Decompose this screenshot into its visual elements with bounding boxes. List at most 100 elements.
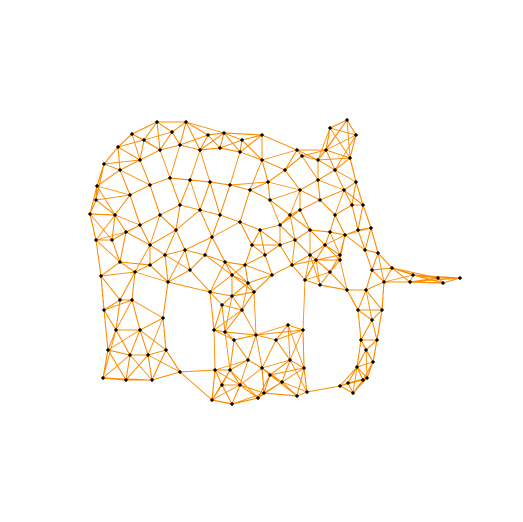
mesh-edge bbox=[249, 181, 269, 191]
mesh-edge bbox=[259, 229, 281, 246]
mesh-edge bbox=[279, 224, 296, 241]
mesh-edge bbox=[239, 367, 263, 386]
mesh-edge bbox=[224, 261, 249, 284]
mesh-vertex bbox=[362, 247, 368, 253]
mesh-edge bbox=[100, 261, 121, 277]
mesh-edge bbox=[125, 354, 131, 381]
mesh-edge bbox=[164, 249, 186, 256]
mesh-edge bbox=[204, 254, 226, 263]
mesh-edge bbox=[119, 169, 131, 196]
mesh-vertex bbox=[360, 202, 366, 208]
mesh-edge bbox=[329, 259, 341, 273]
mesh-vertex bbox=[374, 337, 380, 343]
mesh-edge bbox=[224, 295, 233, 333]
mesh-vertex bbox=[317, 197, 323, 203]
mesh-edge bbox=[199, 132, 225, 151]
mesh-edge bbox=[211, 384, 223, 401]
mesh-edge bbox=[199, 181, 211, 211]
mesh-vertex bbox=[323, 147, 329, 153]
mesh-edge bbox=[325, 134, 357, 151]
mesh-edge bbox=[370, 227, 379, 254]
mesh-edge bbox=[339, 366, 358, 387]
mesh-edge bbox=[119, 231, 127, 263]
mesh-edge bbox=[347, 382, 354, 394]
mesh-edge bbox=[231, 397, 259, 405]
mesh-edge bbox=[111, 239, 121, 263]
mesh-edge bbox=[199, 147, 221, 151]
mesh-vertex bbox=[217, 212, 223, 218]
mesh-edge bbox=[139, 329, 167, 351]
mesh-edge bbox=[255, 334, 277, 341]
mesh-vertex bbox=[299, 153, 305, 159]
mesh-edge bbox=[287, 324, 305, 369]
mesh-edge bbox=[383, 274, 414, 283]
mesh-vertex bbox=[322, 242, 328, 248]
mesh-edge bbox=[296, 149, 319, 161]
mesh-edge bbox=[96, 185, 116, 216]
mesh-edge bbox=[111, 231, 127, 241]
mesh-edge bbox=[247, 282, 255, 293]
mesh-edge bbox=[95, 231, 127, 241]
mesh-vertex bbox=[315, 157, 321, 163]
mesh-edge bbox=[211, 221, 241, 238]
mesh-vertex bbox=[317, 282, 323, 288]
mesh-edge bbox=[291, 254, 311, 266]
mesh-edge bbox=[165, 349, 181, 373]
mesh-vertex bbox=[242, 262, 248, 268]
mesh-edge bbox=[229, 339, 235, 371]
mesh-edge bbox=[131, 299, 141, 331]
mesh-edge bbox=[219, 214, 241, 223]
mesh-edge bbox=[239, 359, 249, 386]
mesh-edge bbox=[100, 271, 136, 277]
mesh-vertex bbox=[207, 179, 213, 185]
mesh-vertex bbox=[229, 272, 235, 278]
mesh-edge bbox=[442, 277, 461, 284]
mesh-edge bbox=[189, 179, 201, 211]
mesh-vertex bbox=[307, 227, 313, 233]
mesh-edge bbox=[281, 381, 298, 397]
mesh-edge bbox=[299, 179, 319, 191]
mesh-edge bbox=[284, 149, 298, 171]
mesh-edge bbox=[149, 244, 166, 256]
mesh-edge bbox=[281, 381, 308, 393]
mesh-edge bbox=[329, 254, 341, 273]
mesh-edge bbox=[334, 157, 351, 171]
mesh-edge bbox=[269, 359, 291, 376]
mesh-edge bbox=[185, 121, 201, 151]
mesh-edge bbox=[231, 295, 243, 311]
mesh-vertex bbox=[287, 357, 293, 363]
mesh-vertex bbox=[101, 161, 107, 167]
mesh-edge bbox=[291, 239, 296, 266]
mesh-vertex bbox=[337, 383, 343, 389]
mesh-edge bbox=[211, 399, 233, 405]
mesh-edge bbox=[175, 229, 186, 251]
mesh-vertex bbox=[300, 327, 306, 333]
mesh-edge bbox=[100, 275, 105, 311]
mesh-vertex bbox=[113, 327, 119, 333]
mesh-edge bbox=[221, 384, 233, 405]
mesh-edge bbox=[221, 304, 243, 311]
mesh-vertex bbox=[407, 279, 413, 285]
mesh-edge bbox=[159, 214, 177, 231]
mesh-edge bbox=[207, 134, 221, 149]
mesh-edge bbox=[213, 309, 243, 331]
mesh-edge bbox=[304, 279, 321, 286]
mesh-edge bbox=[306, 385, 341, 393]
mesh-edges bbox=[89, 119, 461, 405]
mesh-vertex bbox=[249, 242, 255, 248]
mesh-vertex bbox=[350, 390, 356, 396]
mesh-edge bbox=[356, 339, 362, 368]
mesh-edge bbox=[377, 252, 385, 283]
mesh-edge bbox=[264, 244, 281, 256]
mesh-edge bbox=[304, 271, 331, 281]
mesh-edge bbox=[315, 259, 321, 286]
mesh-edge bbox=[114, 214, 127, 233]
mesh-edge bbox=[167, 281, 211, 293]
mesh-edge bbox=[229, 184, 251, 191]
mesh-edge bbox=[304, 254, 311, 281]
mesh-edge bbox=[231, 291, 255, 297]
mesh-edge bbox=[103, 309, 117, 331]
mesh-edge bbox=[95, 194, 131, 201]
mesh-edge bbox=[239, 384, 265, 394]
